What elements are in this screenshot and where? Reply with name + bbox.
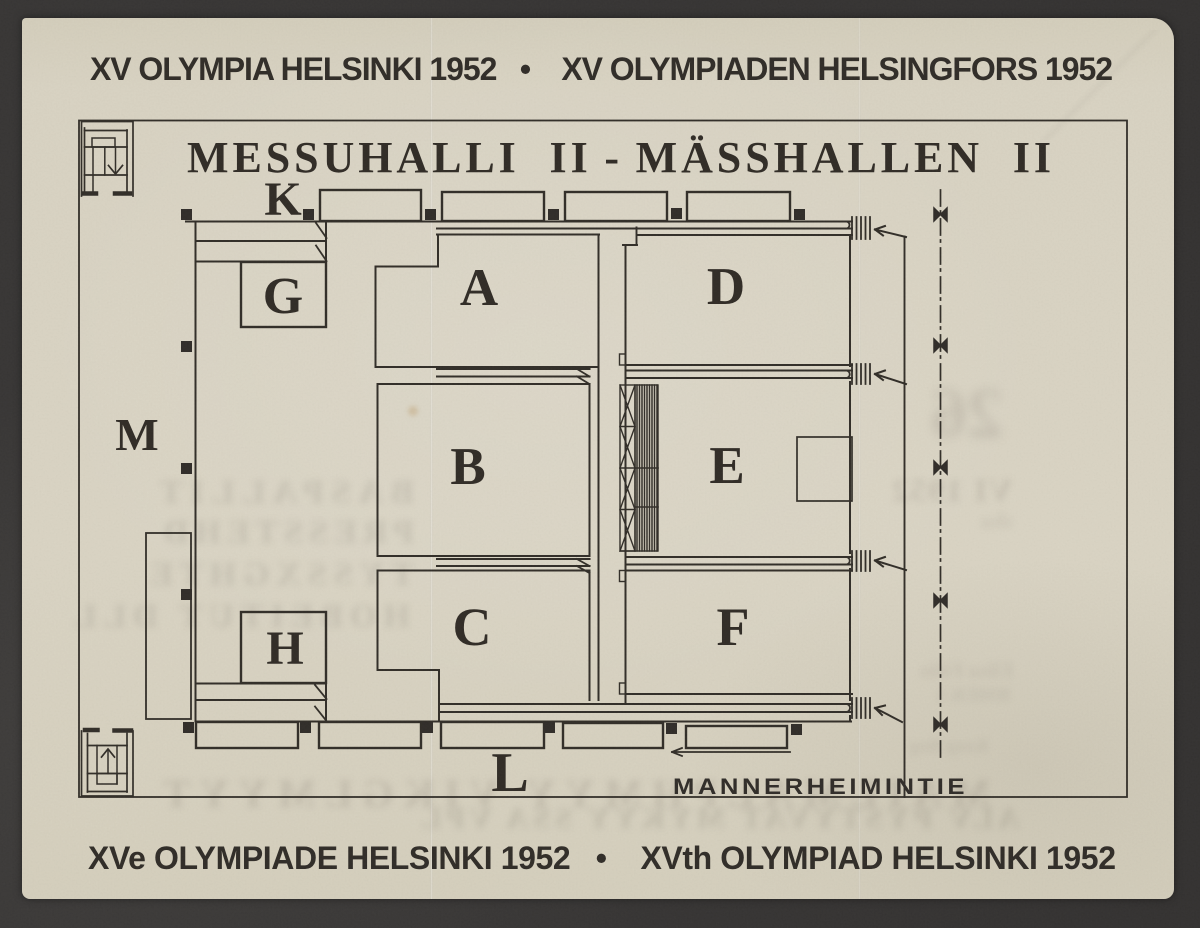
svg-text:K: K [264,173,301,226]
svg-text:H: H [266,622,303,675]
svg-text:D: D [707,258,745,316]
svg-text:XV OLYMPIA HELSINKI 1952 •: XV OLYMPIA HELSINKI 1952 • XV OLYMPIADEN… [90,51,1115,87]
svg-text:F: F [717,597,750,657]
svg-text:G: G [263,268,303,325]
svg-text:M: M [115,409,158,460]
svg-text:MANNERHEIMINTIE: MANNERHEIMINTIE [673,774,968,799]
svg-text:XVe OLYMPIADE HELSINKI 1952: XVe OLYMPIADE HELSINKI 1952 • XVth OLYMP… [88,840,1118,876]
svg-text:E: E [709,437,744,495]
svg-text:MESSUHALLI II - MÄSSHALLEN I: MESSUHALLI II - MÄSSHALLEN II [187,133,1055,182]
svg-text:L: L [491,742,528,804]
svg-text:A: A [460,259,498,317]
svg-text:B: B [450,438,485,496]
svg-text:C: C [453,597,492,657]
